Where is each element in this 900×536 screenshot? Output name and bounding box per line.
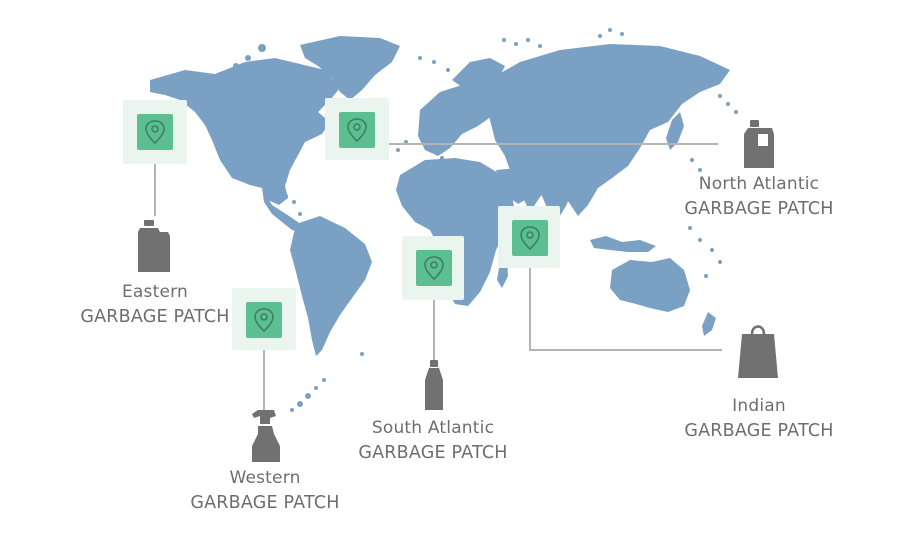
- arabia: [496, 168, 538, 204]
- island-dot: [514, 42, 518, 46]
- greenland: [300, 36, 400, 100]
- asia: [485, 44, 730, 216]
- patch-name: Indian: [732, 396, 786, 416]
- island-dot: [259, 93, 265, 99]
- patch-name: South Atlantic: [371, 418, 495, 438]
- island-dot: [305, 393, 311, 399]
- label-western: Western GARBAGE PATCH: [170, 466, 360, 516]
- island-dot: [538, 44, 542, 48]
- island-dot: [502, 38, 506, 42]
- island-dot: [440, 156, 444, 160]
- location-pin-icon: [424, 256, 444, 281]
- island-dot: [698, 168, 702, 172]
- new-zealand: [702, 312, 716, 336]
- island-dot: [293, 77, 299, 83]
- island-dot: [598, 34, 602, 38]
- north-america: [150, 58, 340, 205]
- island-dot: [292, 200, 296, 204]
- jerrycan-icon: [138, 220, 170, 272]
- island-dot: [250, 82, 254, 86]
- pin-south-atlantic[interactable]: [402, 236, 464, 300]
- label-eastern: Eastern GARBAGE PATCH: [60, 280, 250, 330]
- detergent-jug-icon: [744, 120, 774, 168]
- island-dot: [698, 238, 702, 242]
- pin-north-atlantic[interactable]: [325, 98, 389, 160]
- spray-bottle-icon: [252, 410, 280, 462]
- landmasses: [150, 36, 730, 356]
- south-america: [290, 216, 372, 356]
- connector-indian: [529, 236, 722, 351]
- label-north-atlantic: North Atlantic GARBAGE PATCH: [664, 172, 854, 222]
- island-dot: [426, 146, 430, 150]
- bottle-icon: [425, 360, 443, 410]
- central-america: [262, 188, 302, 232]
- island-dot: [276, 188, 280, 192]
- island-dot: [710, 248, 714, 252]
- pin-eastern[interactable]: [123, 100, 187, 164]
- island-dot: [290, 408, 294, 412]
- label-south-atlantic: South Atlantic GARBAGE PATCH: [338, 416, 528, 466]
- africa: [396, 158, 515, 306]
- japan: [666, 112, 684, 150]
- island-dot: [360, 352, 364, 356]
- patch-subtitle: GARBAGE PATCH: [684, 199, 834, 219]
- island-dot: [293, 107, 299, 113]
- island-dot: [704, 274, 708, 278]
- europe: [418, 80, 510, 156]
- island-dot: [258, 44, 266, 52]
- island-dot: [396, 148, 400, 152]
- island-dot: [690, 158, 694, 162]
- island-dot: [284, 194, 288, 198]
- island-dot: [315, 83, 321, 89]
- island-dot: [530, 70, 534, 74]
- island-dot: [298, 212, 302, 216]
- label-indian: Indian GARBAGE PATCH: [664, 394, 854, 444]
- australia: [610, 258, 690, 312]
- island-dot: [718, 260, 722, 264]
- island-dot: [245, 55, 251, 61]
- island-dot: [418, 56, 422, 60]
- patch-subtitle: GARBAGE PATCH: [358, 443, 508, 463]
- island-dot: [322, 378, 326, 382]
- location-pin-icon: [347, 118, 367, 143]
- island-dot: [314, 386, 318, 390]
- patch-subtitle: GARBAGE PATCH: [684, 421, 834, 441]
- island-dot: [446, 68, 450, 72]
- island-dot: [285, 121, 291, 127]
- island-dot: [432, 60, 436, 64]
- location-pin-icon: [254, 308, 274, 333]
- patch-name: North Atlantic: [698, 174, 820, 194]
- island-dot: [620, 32, 624, 36]
- island-dot: [267, 59, 273, 65]
- indonesia: [590, 236, 656, 252]
- islands: [226, 28, 738, 412]
- island-dot: [510, 76, 514, 80]
- island-dot: [275, 85, 281, 91]
- shopping-bag-icon: [738, 325, 778, 378]
- island-dot: [608, 28, 612, 32]
- india: [538, 176, 574, 222]
- patch-subtitle: GARBAGE PATCH: [80, 307, 230, 327]
- island-dot: [297, 401, 303, 407]
- pin-indian[interactable]: [498, 206, 560, 268]
- island-dot: [238, 78, 242, 82]
- island-dot: [280, 68, 288, 76]
- patch-name: Eastern: [121, 282, 188, 302]
- island-dot: [718, 94, 722, 98]
- island-dot: [688, 226, 692, 230]
- patch-name: Western: [229, 468, 301, 488]
- island-dot: [734, 110, 738, 114]
- location-pin-icon: [145, 120, 165, 145]
- pin-western[interactable]: [232, 288, 296, 350]
- patch-subtitle: GARBAGE PATCH: [190, 493, 340, 513]
- island-dot: [526, 38, 530, 42]
- location-pin-icon: [520, 226, 540, 251]
- island-dot: [233, 63, 239, 69]
- island-dot: [226, 70, 230, 74]
- island-dot: [726, 102, 730, 106]
- island-dot: [301, 95, 307, 101]
- connector-lines: [154, 143, 722, 410]
